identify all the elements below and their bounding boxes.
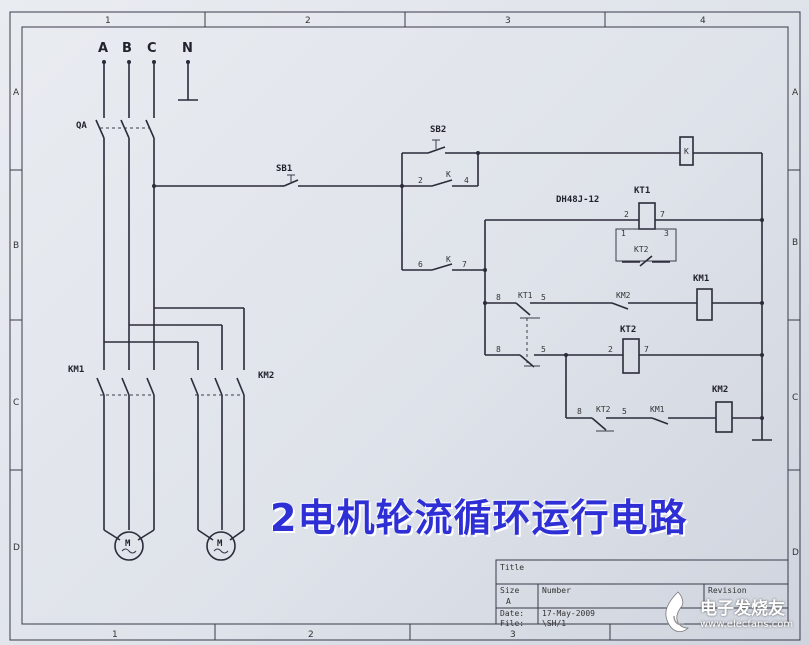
- sb2-pushbutton: [402, 139, 680, 154]
- qa-label: QA: [76, 121, 87, 131]
- col-label-3: 3: [505, 16, 511, 26]
- kt1-pin-1: 1: [621, 229, 626, 238]
- motor-1-symbol: M: [125, 539, 131, 549]
- title-block-title: Title: [500, 563, 524, 572]
- sb1-label: SB1: [276, 164, 292, 174]
- dh48j-label: DH48J-12: [556, 195, 599, 205]
- col-label-bottom-1: 1: [112, 630, 118, 640]
- col-label-4: 4: [700, 16, 706, 26]
- km2-coil: [715, 401, 733, 433]
- row-label-left-c: C: [13, 398, 19, 408]
- km1-main-label: KM1: [68, 365, 84, 375]
- supply-terminals: [102, 60, 190, 64]
- km2-main-label: KM2: [258, 371, 274, 381]
- k-relay-coil-label: K: [684, 147, 689, 156]
- diagram-caption: 2电机轮流循环运行电路: [270, 496, 688, 540]
- col-label-bottom-2: 2: [308, 630, 314, 640]
- neutral-label: N: [182, 41, 193, 56]
- km2-coil-label: KM2: [712, 385, 728, 395]
- title-block-number: Number: [542, 586, 571, 595]
- row-label-right-d: D: [792, 548, 799, 558]
- row-label-right-b: B: [792, 238, 798, 248]
- col-label-2: 2: [305, 16, 311, 26]
- row-label-right-a: A: [792, 88, 799, 98]
- elecfans-watermark: 电子发烧友 www.elecfans.com: [656, 588, 806, 643]
- km1-main-contacts: [96, 377, 155, 396]
- kt1-timed-contact: [515, 302, 612, 319]
- row-label-left-b: B: [13, 241, 19, 251]
- title-block-size: Size: [500, 586, 519, 595]
- kt2-contact-label: KT2: [596, 405, 611, 414]
- kt2-internal-label: KT2: [634, 245, 649, 254]
- elecfans-logo-icon: [665, 591, 689, 632]
- kt1-contact-pin-8: 8: [496, 293, 501, 302]
- title-block-file: File:: [500, 619, 524, 628]
- kt2-contact-pin-8: 8: [577, 407, 582, 416]
- kt2-label: KT2: [620, 325, 636, 335]
- k-upper-pin-4: 4: [464, 176, 469, 185]
- k-lower-pin-7: 7: [462, 260, 467, 269]
- kt1-pin-3: 3: [664, 229, 669, 238]
- motor-2: M: [206, 531, 236, 561]
- k-upper-k: K: [446, 170, 451, 179]
- row-label-left-a: A: [13, 88, 20, 98]
- row-label-right-c: C: [792, 393, 798, 403]
- kt2-contact-pin-5: 5: [622, 407, 627, 416]
- title-block-size-value: A: [506, 597, 511, 606]
- k-upper-pin-2: 2: [418, 176, 423, 185]
- k-lower-k: K: [446, 255, 451, 264]
- watermark-url: www.elecfans.com: [700, 619, 794, 630]
- title-block-revision: Revision: [708, 586, 747, 595]
- phase-c-label: C: [147, 41, 157, 56]
- kt2-pin-2: 2: [608, 345, 613, 354]
- kt2-nc-contact: [622, 255, 670, 267]
- kt2-coil: [622, 338, 640, 374]
- kt1-contact-pin-5: 5: [541, 293, 546, 302]
- row-label-left-d: D: [13, 543, 20, 553]
- title-block-date-value: 17-May-2009: [542, 609, 595, 618]
- km1-coil-label: KM1: [693, 274, 709, 284]
- kt1-contact-label: KT1: [518, 291, 533, 300]
- phase-b-label: B: [122, 41, 132, 56]
- kt2-timed-contact: [591, 417, 652, 432]
- k-relay-coil: [679, 136, 694, 166]
- kt2-branch-pin-5: 5: [541, 345, 546, 354]
- sb2-label: SB2: [430, 125, 446, 135]
- sb1-pushbutton: [280, 174, 402, 187]
- k-lower-pin-6: 6: [418, 260, 423, 269]
- motor-2-symbol: M: [217, 539, 223, 549]
- kt2-branch-pin-8: 8: [496, 345, 501, 354]
- kt2-pin-7: 7: [644, 345, 649, 354]
- km1-coil: [696, 288, 713, 321]
- title-block: [495, 559, 789, 625]
- col-label-bottom-3: 3: [510, 630, 516, 640]
- km1-nc-interlock: [651, 417, 716, 425]
- motor-1: M: [114, 531, 144, 561]
- km1-interlock-label: KM1: [650, 405, 665, 414]
- kt1-pin-7: 7: [660, 210, 665, 219]
- qa-breaker: [95, 119, 155, 139]
- watermark-name: 电子发烧友: [700, 599, 785, 619]
- km2-nc-interlock: [611, 302, 697, 310]
- title-block-file-value: \SH/1: [542, 619, 566, 628]
- k-contact-upper: 2 K 4: [402, 153, 479, 187]
- col-label-1: 1: [105, 16, 111, 26]
- title-block-date: Date:: [500, 609, 524, 618]
- km2-main-contacts: [190, 377, 245, 396]
- k-contact-lower: 6 K 7: [402, 255, 485, 271]
- phase-a-label: A: [98, 41, 108, 56]
- km2-interlock-label: KM2: [616, 291, 631, 300]
- kt1-coil: [638, 202, 656, 230]
- kt1-label: KT1: [634, 186, 650, 196]
- kt1-pin-2: 2: [624, 210, 629, 219]
